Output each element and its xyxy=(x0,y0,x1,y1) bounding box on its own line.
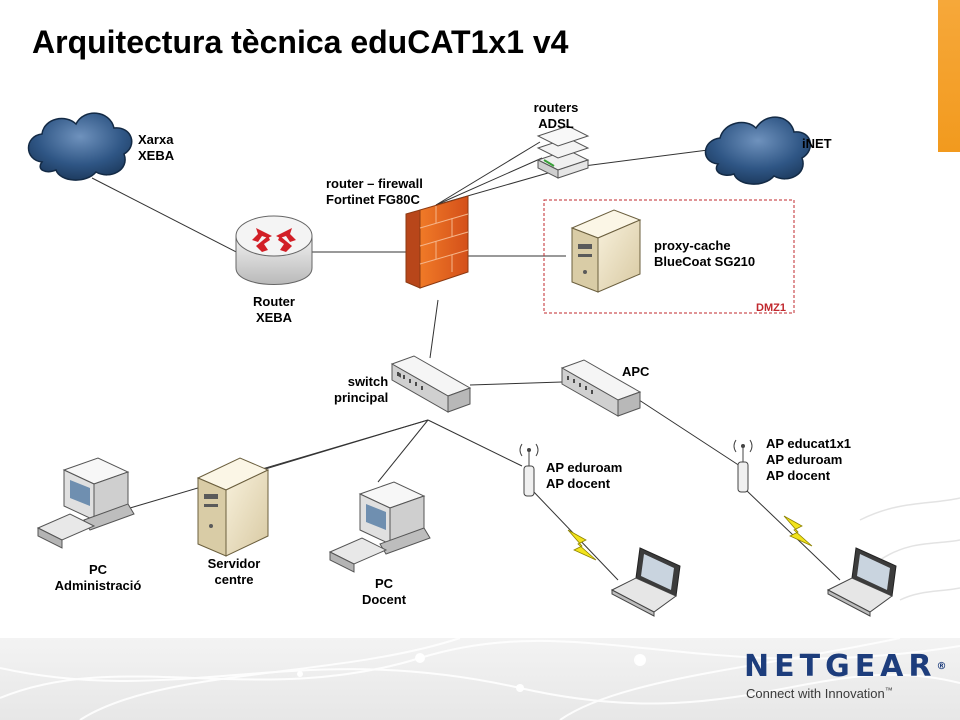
access-point-icon xyxy=(733,439,753,493)
link-firewall-switch xyxy=(429,299,439,359)
cloud-icon xyxy=(27,112,133,181)
link-firewall-adsl-2 xyxy=(435,157,543,206)
link-switch-servidor xyxy=(261,419,429,471)
firewall-icon xyxy=(405,195,469,289)
dmz-label: DMZ1 xyxy=(756,302,786,314)
label-inet: iNET xyxy=(802,136,832,151)
desktop-pc-icon xyxy=(328,481,431,573)
label-apc: APC xyxy=(622,364,650,379)
switch-icon xyxy=(560,359,642,417)
label-pc-docent: PC Docent xyxy=(361,576,407,607)
switch-icon xyxy=(390,355,472,413)
link-adsl-inet xyxy=(583,149,709,167)
footer-band xyxy=(0,638,960,720)
label-ap-1: AP eduroam AP docent xyxy=(546,460,623,491)
brand-tagline: Connect with Innovation™ xyxy=(746,686,893,701)
adsl-router-icon xyxy=(536,125,590,179)
brand-name: NETGEAR® xyxy=(744,649,947,684)
dmz-box xyxy=(543,199,795,314)
laptop-icon xyxy=(826,547,897,617)
background-curves xyxy=(859,497,960,601)
label-proxy-cache: proxy-cache BlueCoat SG210 xyxy=(654,238,756,269)
label-pc-administracio: PC Administració xyxy=(54,562,142,593)
link-xeba-router xyxy=(91,177,249,259)
cloud-icon xyxy=(704,116,812,185)
label-router-firewall: router – firewall Fortinet FG80C xyxy=(326,176,423,207)
router-icon xyxy=(235,215,313,285)
access-point-icon xyxy=(519,443,539,497)
label-router-xeba: Router XEBA xyxy=(253,294,295,325)
server-icon xyxy=(570,209,642,293)
accent-bar xyxy=(938,0,960,152)
link-switch-pcdocent xyxy=(377,419,429,483)
label-ap-2: AP educat1x1 AP eduroam AP docent xyxy=(766,436,852,483)
wireless-signal-icon xyxy=(567,529,597,561)
label-routers-adsl: routers ADSL xyxy=(533,100,579,131)
wireless-signal-icon xyxy=(783,515,813,547)
link-apc-ap2 xyxy=(635,397,741,467)
label-xarxa-xeba: Xarxa XEBA xyxy=(138,132,175,163)
link-firewall-adsl-1 xyxy=(435,141,541,206)
laptop-icon xyxy=(610,547,681,617)
netgear-logo: NETGEAR® Connect with Innovation™ xyxy=(744,649,947,702)
slide-title: Arquitectura tècnica eduCAT1x1 v4 xyxy=(32,24,569,60)
desktop-pc-icon xyxy=(36,457,135,549)
link-switch-apc xyxy=(469,381,563,386)
connection-lines xyxy=(91,141,841,581)
server-icon xyxy=(196,457,270,557)
label-servidor-centre: Servidor centre xyxy=(207,556,261,587)
link-switch-ap1 xyxy=(427,419,523,467)
footer-pattern xyxy=(0,638,960,720)
label-switch-principal: switch principal xyxy=(334,374,389,405)
